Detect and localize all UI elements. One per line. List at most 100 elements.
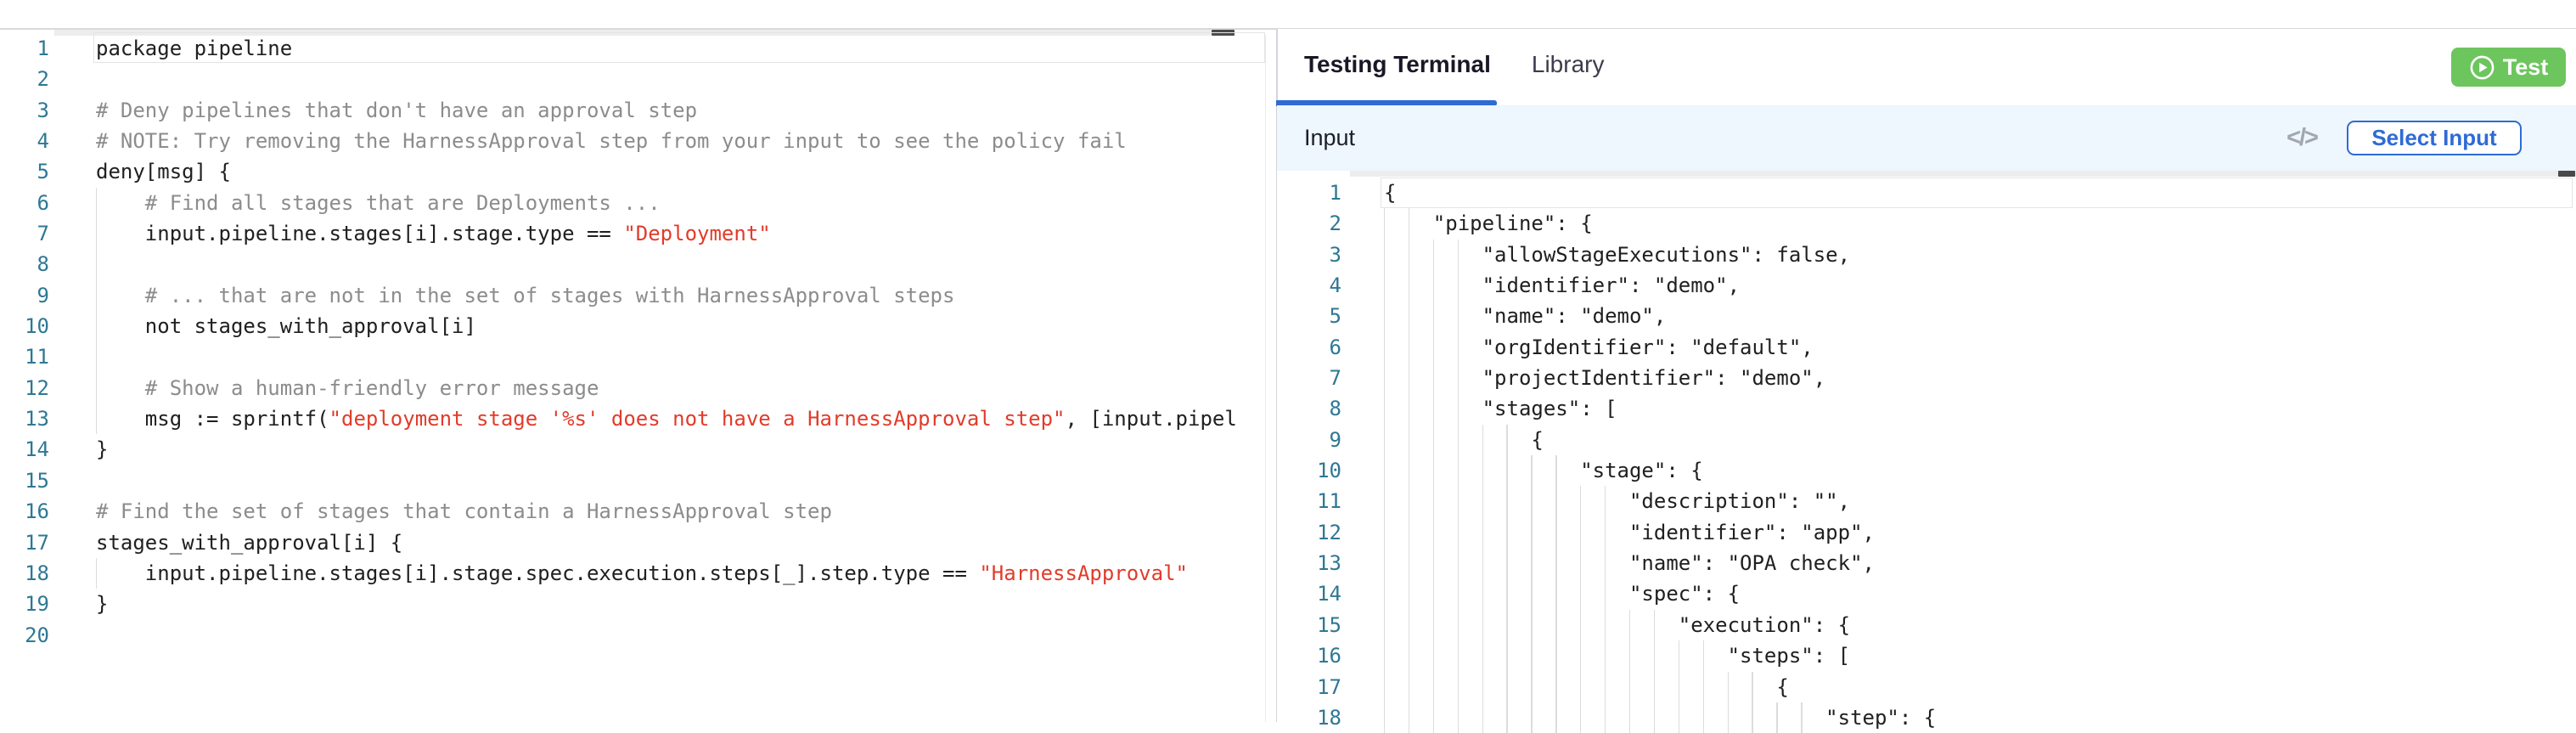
comment-text: # Find all stages that are Deployments .…: [96, 190, 661, 215]
json-editor-hscrollbar-thumb[interactable]: [2558, 171, 2575, 177]
test-button-label: Test: [2502, 54, 2549, 80]
indent-guide: [1605, 671, 1606, 702]
indent-guide: [1482, 516, 1483, 549]
code-content: "execution": {: [1384, 609, 2576, 641]
code-text: input.pipeline.stages[i].stage.spec.exec…: [96, 561, 980, 585]
line-number: 3: [1329, 242, 1341, 267]
indent-guide: [1605, 702, 1606, 733]
indent-guide: [1555, 486, 1557, 517]
code-content: not stages_with_approval[i]: [96, 311, 1265, 342]
line-number: 16: [25, 499, 49, 524]
indent-guide: [1555, 516, 1557, 549]
indent-guide: [1384, 424, 1386, 456]
indent-guide: [1384, 486, 1386, 517]
code-content: [96, 64, 1265, 94]
indent-guide: [1432, 578, 1435, 610]
indent-guide: [1457, 640, 1459, 672]
json-line-16: 16 "steps": [: [1277, 640, 2576, 672]
line-number: 16: [1317, 644, 1341, 668]
line-number: 1: [37, 37, 49, 60]
indent-guide: [1432, 239, 1435, 271]
indent-guide: [1506, 702, 1508, 733]
testing-terminal-panel: Testing Terminal Library Test Input </> …: [1276, 29, 2576, 733]
indent-guide: [1384, 516, 1386, 549]
input-section-title: Input: [1304, 125, 1356, 150]
indent-guide: [1432, 486, 1435, 517]
indent-guide: [1457, 671, 1459, 702]
code-text: "spec": {: [1384, 582, 1741, 606]
test-button[interactable]: Test: [2451, 48, 2566, 87]
indent-guide: [1457, 301, 1459, 332]
indent-guide: [1384, 640, 1386, 672]
tab-testing-terminal[interactable]: Testing Terminal: [1304, 51, 1491, 77]
indent-guide: [1384, 331, 1386, 364]
json-line-1: 1{: [1277, 178, 2576, 208]
code-content: "identifier": "app",: [1384, 516, 2576, 549]
line-number: 14: [25, 437, 49, 462]
indent-guide: [1531, 455, 1533, 487]
code-content: "orgIdentifier": "default",: [1384, 331, 2576, 364]
code-content: {: [1384, 178, 2576, 208]
indent-guide: [1384, 270, 1386, 302]
indent-guide: [1482, 486, 1483, 517]
code-text: msg := sprintf(: [96, 407, 329, 431]
line-number: 9: [1329, 427, 1341, 452]
line-number: 10: [25, 314, 49, 339]
json-line-17: 17 {: [1277, 671, 2576, 702]
indent-guide: [1432, 270, 1435, 302]
indent-guide: [1506, 640, 1508, 672]
indent-guide: [1605, 486, 1606, 517]
indent-guide: [1432, 548, 1435, 579]
tab-library[interactable]: Library: [1531, 51, 1605, 77]
indent-guide: [1457, 578, 1459, 610]
code-text: stages_with_approval[i] {: [96, 530, 403, 555]
indent-guide: [1653, 671, 1656, 702]
indent-guide: [1605, 578, 1606, 610]
select-input-button[interactable]: Select Input: [2347, 121, 2522, 155]
json-line-8: 8 "stages": [: [1277, 393, 2576, 425]
json-line-3: 3 "allowStageExecutions": false,: [1277, 239, 2576, 271]
policy-editor-right-edge: [1265, 35, 1267, 722]
indent-guide: [1432, 424, 1435, 456]
code-text: {: [1384, 427, 1544, 452]
code-content: input.pipeline.stages[i].stage.type == "…: [96, 218, 1265, 250]
code-text: }: [96, 592, 109, 617]
indent-guide: [1457, 393, 1459, 425]
code-content: [96, 465, 1265, 496]
line-number: 13: [1317, 551, 1341, 576]
indent-guide: [1702, 702, 1704, 733]
code-content: "identifier": "demo",: [1384, 270, 2576, 302]
code-text: "stage": {: [1384, 459, 1703, 483]
policy-line-2: 2: [0, 64, 1265, 94]
indent-guide: [1580, 671, 1582, 702]
play-circle-icon: [2469, 54, 2495, 81]
line-number: 17: [1317, 674, 1341, 699]
indent-guide: [1531, 516, 1533, 549]
indent-guide: [1432, 363, 1435, 394]
line-number: 18: [25, 561, 49, 585]
indent-guide: [1580, 702, 1582, 733]
line-number: 2: [37, 67, 49, 92]
comment-text: # Find the set of stages that contain a …: [96, 499, 832, 524]
input-json-editor[interactable]: 1{2 "pipeline": {3 "allowStageExecutions…: [1277, 171, 2576, 733]
code-content: "pipeline": {: [1384, 208, 2576, 240]
indent-guide: [1580, 578, 1582, 610]
code-view-icon[interactable]: </>: [2286, 124, 2319, 151]
indent-guide: [1555, 671, 1557, 702]
indent-guide: [1384, 671, 1386, 702]
indent-guide: [96, 187, 98, 219]
policy-line-7: 7 input.pipeline.stages[i].stage.type ==…: [0, 218, 1265, 250]
policy-line-20: 20: [0, 620, 1265, 651]
code-content: "steps": [: [1384, 640, 2576, 672]
json-line-6: 6 "orgIdentifier": "default",: [1277, 331, 2576, 364]
indent-guide: [1531, 609, 1533, 641]
code-content: deny[msg] {: [96, 156, 1265, 187]
indent-guide: [1580, 548, 1582, 579]
indent-guide: [1432, 640, 1435, 672]
indent-guide: [1482, 671, 1483, 702]
policy-line-19: 19}: [0, 589, 1265, 619]
indent-guide: [1506, 516, 1508, 549]
